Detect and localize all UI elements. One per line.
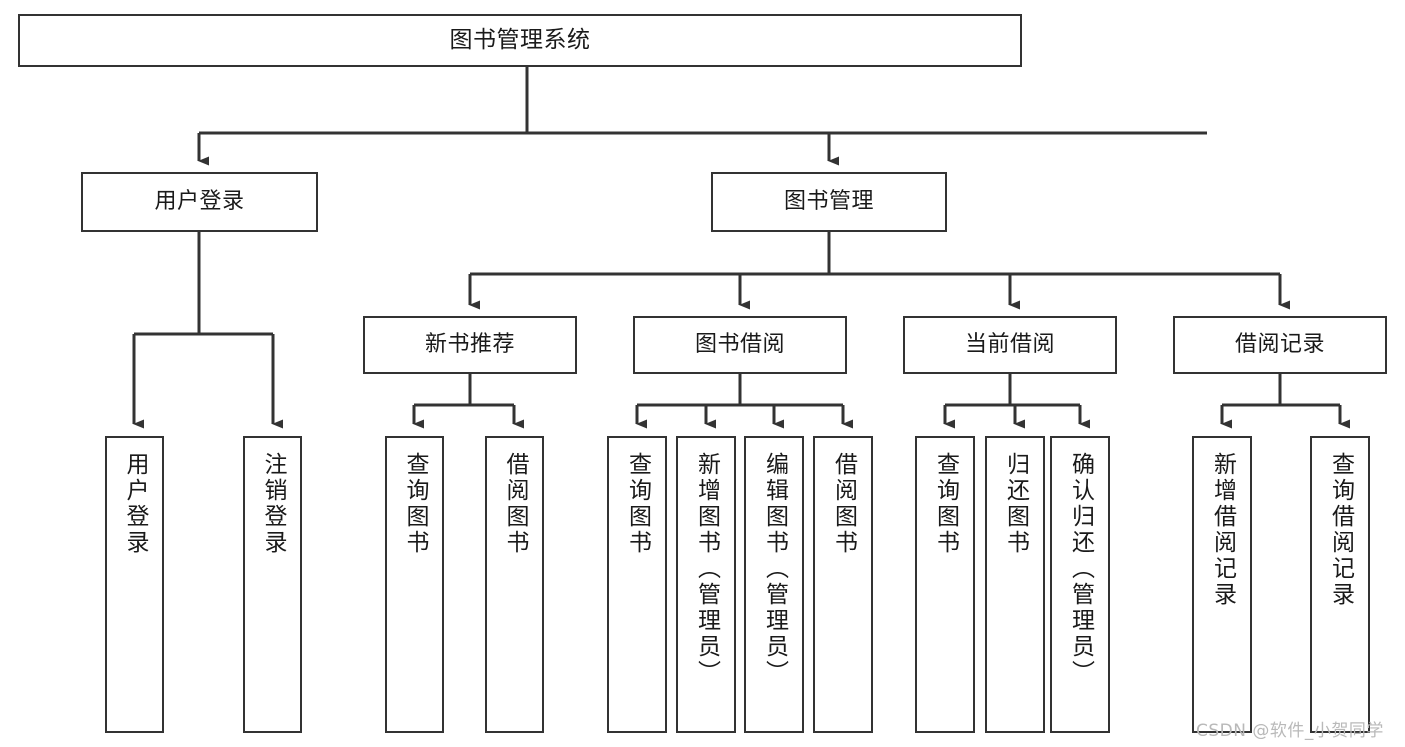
node-label: 图书管理系统 bbox=[449, 27, 591, 54]
node-label: 图书借阅 bbox=[694, 332, 785, 358]
node-label: 查询图书 bbox=[932, 452, 959, 556]
leaf-borrow-book[interactable]: 借阅图书 bbox=[813, 436, 873, 733]
node-label: 借阅记录 bbox=[1234, 332, 1325, 358]
node-label: 归还图书 bbox=[1002, 452, 1029, 556]
node-label: 新增借阅记录 bbox=[1209, 452, 1236, 608]
node-label: 用户登录 bbox=[154, 189, 245, 215]
leaf-return-book[interactable]: 归还图书 bbox=[985, 436, 1045, 733]
node-current-borrowing[interactable]: 当前借阅 bbox=[903, 316, 1117, 374]
leaf-user-login[interactable]: 用户登录 bbox=[105, 436, 164, 733]
node-label: 借阅图书 bbox=[502, 452, 528, 556]
watermark-text: CSDN @软件_小贺同学 bbox=[1196, 721, 1384, 741]
node-label: 查询图书 bbox=[402, 452, 428, 556]
node-book-management[interactable]: 图书管理 bbox=[711, 172, 947, 232]
leaf-edit-book-admin[interactable]: 编辑图书（管理员） bbox=[744, 436, 804, 733]
node-label: 确认归还（管理员） bbox=[1067, 452, 1094, 686]
node-label: 图书管理 bbox=[783, 189, 874, 215]
node-label: 查询借阅记录 bbox=[1327, 452, 1354, 608]
node-label: 查询图书 bbox=[624, 452, 651, 556]
node-label: 新书推荐 bbox=[424, 332, 515, 358]
node-label: 当前借阅 bbox=[964, 332, 1055, 358]
leaf-confirm-return-admin[interactable]: 确认归还（管理员） bbox=[1050, 436, 1110, 733]
node-new-book-recommendation[interactable]: 新书推荐 bbox=[363, 316, 577, 374]
leaf-query-book-borrow[interactable]: 查询图书 bbox=[607, 436, 667, 733]
leaf-borrow-book-recommend[interactable]: 借阅图书 bbox=[485, 436, 544, 733]
leaf-add-borrow-record[interactable]: 新增借阅记录 bbox=[1192, 436, 1252, 733]
node-borrowing-record[interactable]: 借阅记录 bbox=[1173, 316, 1387, 374]
node-label: 编辑图书（管理员） bbox=[761, 452, 788, 686]
node-label: 新增图书（管理员） bbox=[693, 452, 720, 686]
leaf-add-book-admin[interactable]: 新增图书（管理员） bbox=[676, 436, 736, 733]
leaf-query-book-recommend[interactable]: 查询图书 bbox=[385, 436, 444, 733]
leaf-query-borrow-record[interactable]: 查询借阅记录 bbox=[1310, 436, 1370, 733]
node-label: 借阅图书 bbox=[830, 452, 857, 556]
node-root-book-management-system[interactable]: 图书管理系统 bbox=[18, 14, 1022, 67]
node-label: 用户登录 bbox=[122, 452, 148, 556]
node-label: 注销登录 bbox=[260, 452, 286, 556]
node-book-borrowing[interactable]: 图书借阅 bbox=[633, 316, 847, 374]
node-user-login[interactable]: 用户登录 bbox=[81, 172, 318, 232]
leaf-logout[interactable]: 注销登录 bbox=[243, 436, 302, 733]
leaf-query-book-current[interactable]: 查询图书 bbox=[915, 436, 975, 733]
